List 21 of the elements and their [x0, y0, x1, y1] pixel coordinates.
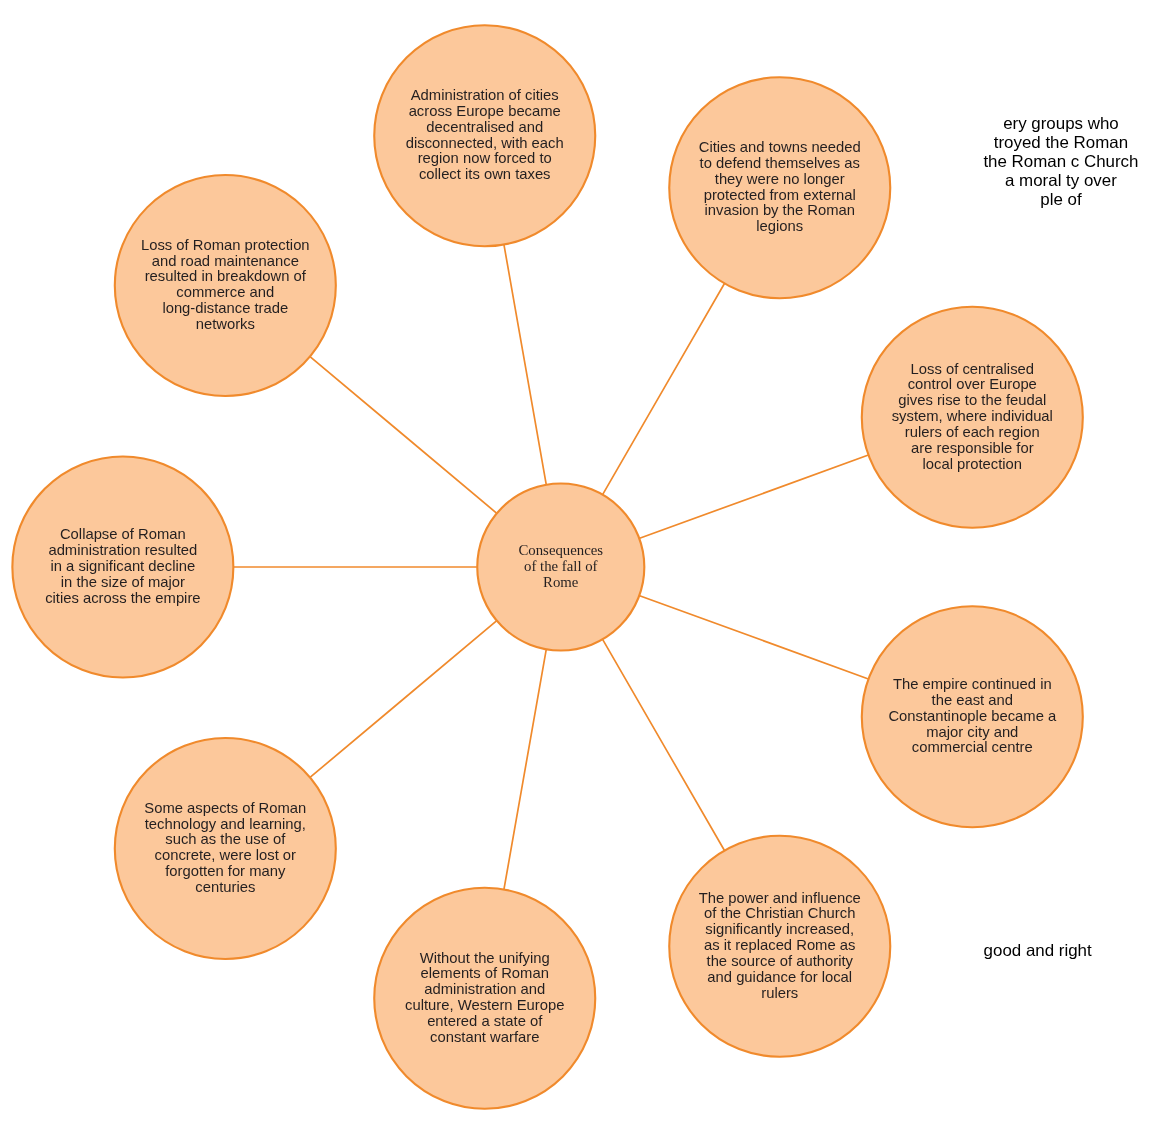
node-circle: Without the unifying elements of Roman administration and culture, Western Europe entered a state of constant warfare: [373, 886, 597, 1110]
connector: [503, 243, 548, 485]
connector: [232, 565, 478, 568]
node-circle: Loss of centralised control over Europe gives rise to the feudal system, where individual rulers of each region are responsible for local protection: [860, 305, 1084, 529]
connector: [601, 638, 726, 851]
node-circle: Administration of cities across Europe became decentralised and disconnected, with each region now forced to collect its own taxes: [373, 23, 597, 247]
node-circle: Cities and towns needed to defend themselves as they were no longer protected from external invasion by the Roman legions: [668, 75, 892, 299]
node-circle: Collapse of Roman administration resulted in a significant decline in the size of major cities across the empire: [11, 454, 235, 679]
node-circle: The empire continued in the east and Constantinople became a major city and commercial centre: [860, 604, 1084, 828]
connector: [638, 594, 870, 680]
connector: [309, 355, 498, 514]
connector: [638, 453, 870, 539]
node-circle: The power and influence of the Christian Church significantly increased, as it replaced Rome as the source of authority and guidance for local rulers: [668, 834, 892, 1058]
node-circle: Consequences of the fall of Rome: [476, 481, 646, 652]
label: good and right: [983, 940, 1092, 960]
connector: [601, 282, 726, 495]
node-circle: Loss of Roman protection and road maintenance resulted in breakdown of commerce and long-distance trade networks: [113, 173, 337, 397]
node-circle: Some aspects of Roman technology and learning, such as the use of concrete, were lost or forgotten for many centuries: [113, 736, 337, 960]
connector: [309, 619, 498, 778]
connector: [503, 648, 548, 890]
label: ery groups who troyed the Roman the Roman c Church a moral ty over ple of: [983, 113, 1139, 209]
